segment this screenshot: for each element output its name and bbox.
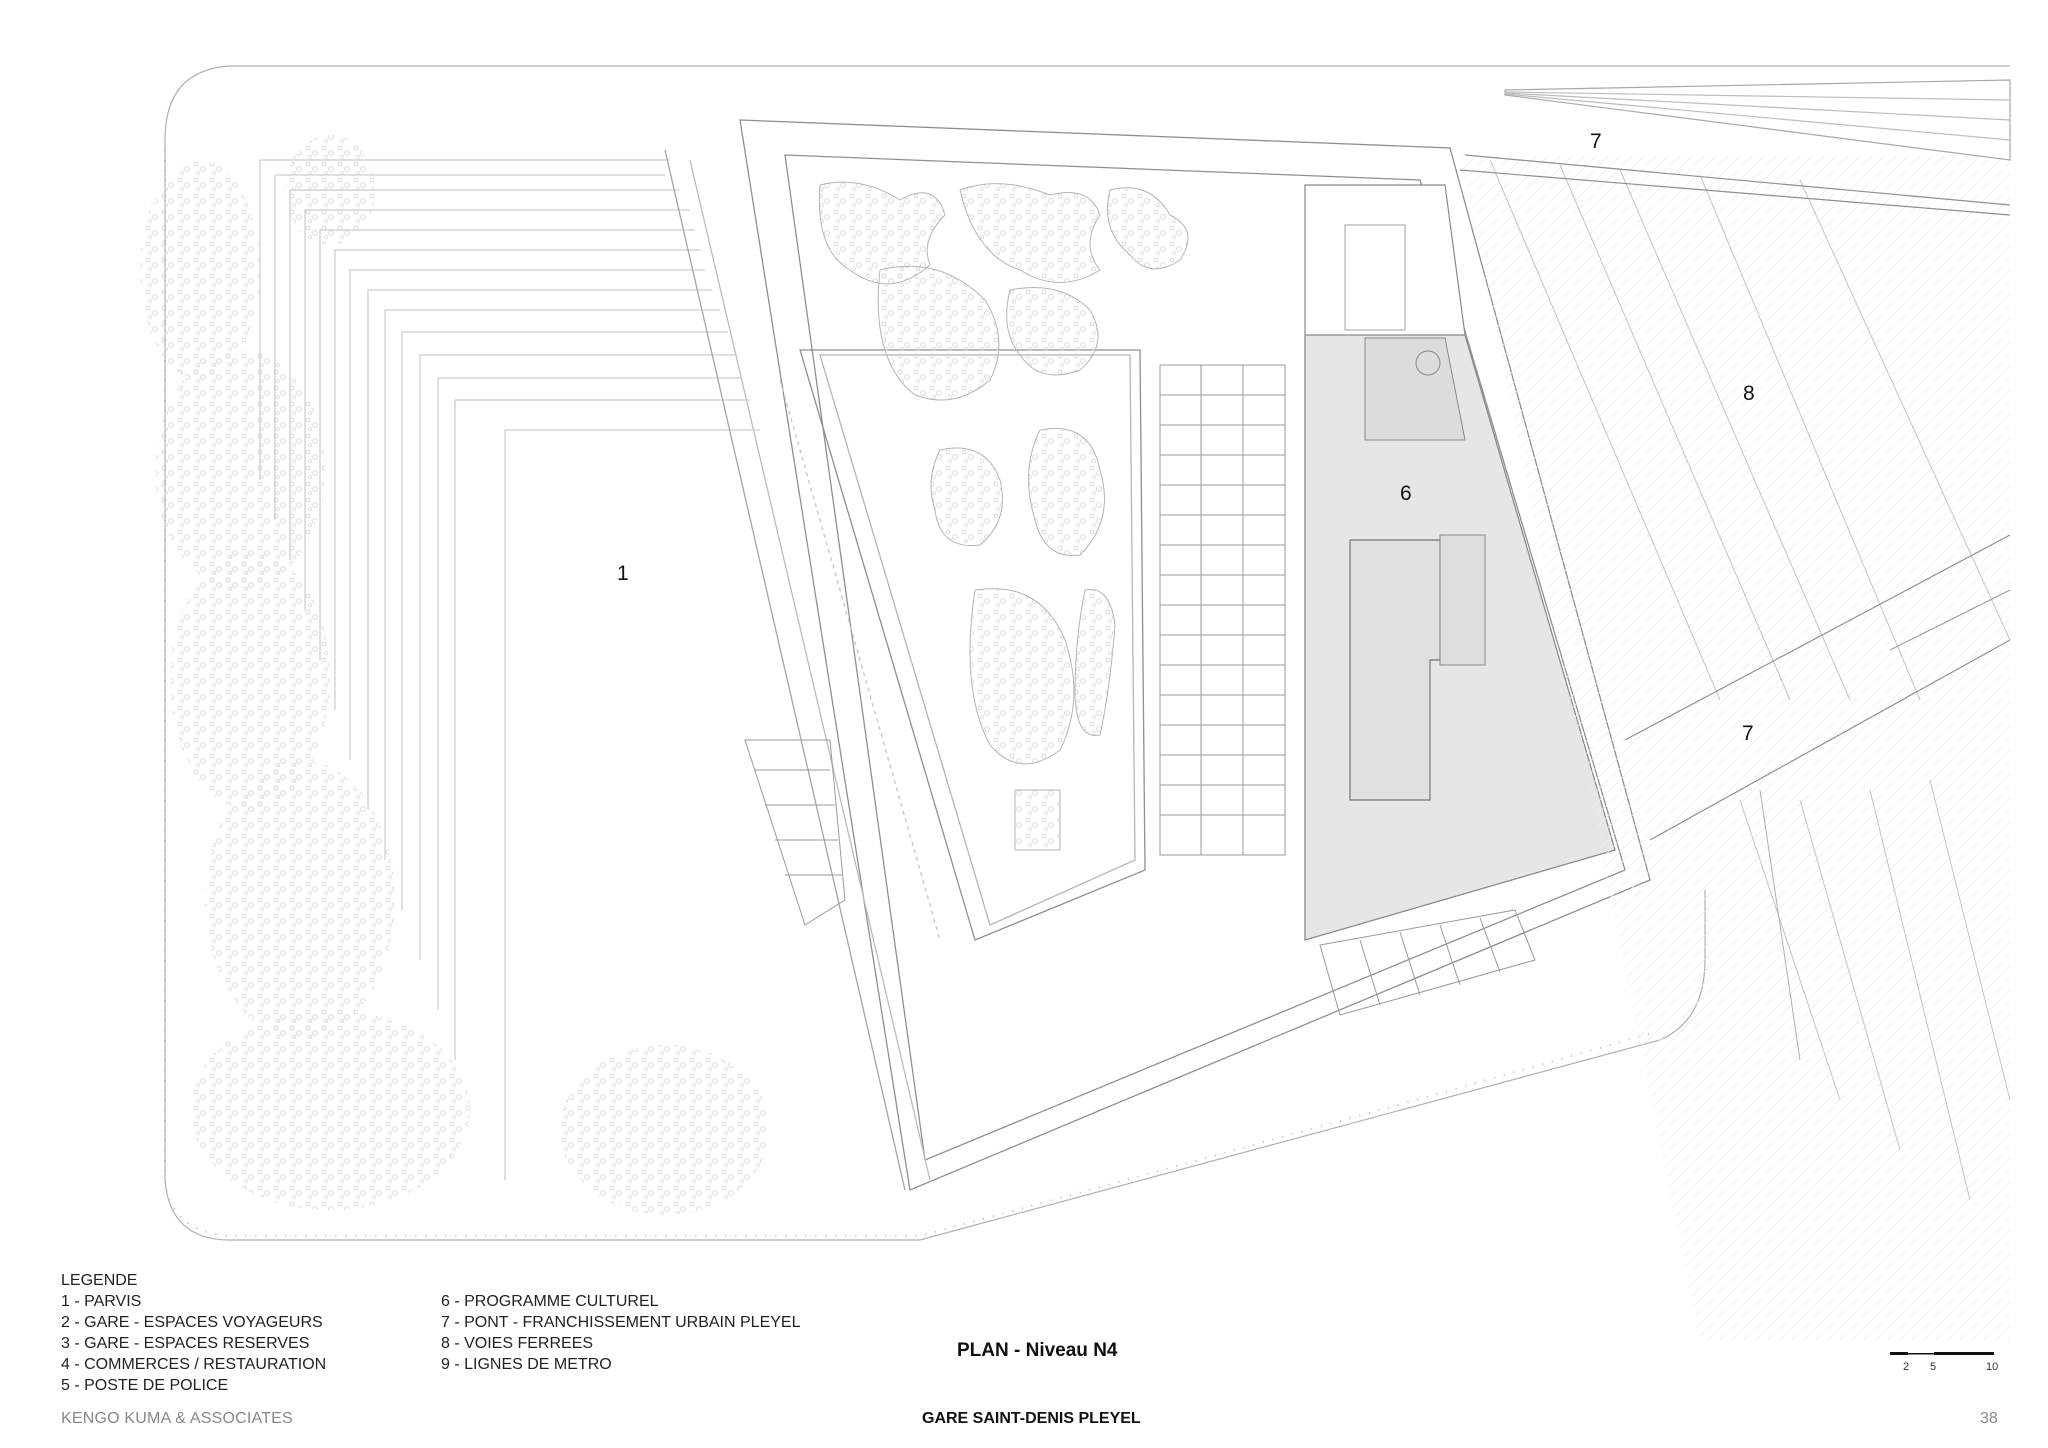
office-name: KENGO KUMA & ASSOCIATES [61,1410,293,1427]
railway-tracks [1460,155,2011,1340]
scale-tick-5: 5 [1930,1361,1936,1373]
legend-item-7: 7 - PONT - FRANCHISSEMENT URBAIN PLEYEL [441,1314,801,1331]
urban-bridge [1459,79,2011,841]
project-name: GARE SAINT-DENIS PLEYEL [922,1410,1141,1427]
legend-item-9: 9 - LIGNES DE METRO [441,1356,612,1373]
legend-item-8: 8 - VOIES FERREES [441,1335,594,1352]
plan-label-7-top: 7 [1590,130,1602,153]
legend-column-left: LEGENDE 1 - PARVIS 2 - GARE - ESPACES VO… [61,1270,326,1396]
legend-item-3: 3 - GARE - ESPACES RESERVES [61,1335,310,1352]
tree-canopies [140,135,770,1215]
plan-label-6: 6 [1400,482,1412,505]
legend-item-1: 1 - PARVIS [61,1293,142,1310]
entrance-stairs [744,739,1536,1016]
plan-label-1: 1 [617,562,629,585]
scale-tick-10: 10 [1986,1361,1998,1373]
plan-label-7-bridge: 7 [1742,722,1754,745]
page-number: 38 [1980,1410,1998,1427]
legend-heading: LEGENDE [61,1272,138,1289]
legend-column-right: 6 - PROGRAMME CULTUREL 7 - PONT - FRANCH… [441,1291,800,1375]
scale-tick-2: 2 [1903,1361,1909,1373]
skylight-grid [1159,364,1286,856]
scale-bar: 2 5 10 [1890,1352,1998,1373]
cultural-programme-zone [1304,184,1616,941]
stepped-terraces [259,159,760,1180]
plan-label-8: 8 [1743,382,1755,405]
legend-item-4: 4 - COMMERCES / RESTAURATION [61,1356,327,1373]
legend-item-5: 5 - POSTE DE POLICE [61,1377,229,1394]
legend-item-2: 2 - GARE - ESPACES VOYAGEURS [61,1314,323,1331]
roof-garden [818,181,1189,851]
plan-title: PLAN - Niveau N4 [957,1340,1118,1361]
legend-item-6: 6 - PROGRAMME CULTUREL [441,1293,659,1310]
